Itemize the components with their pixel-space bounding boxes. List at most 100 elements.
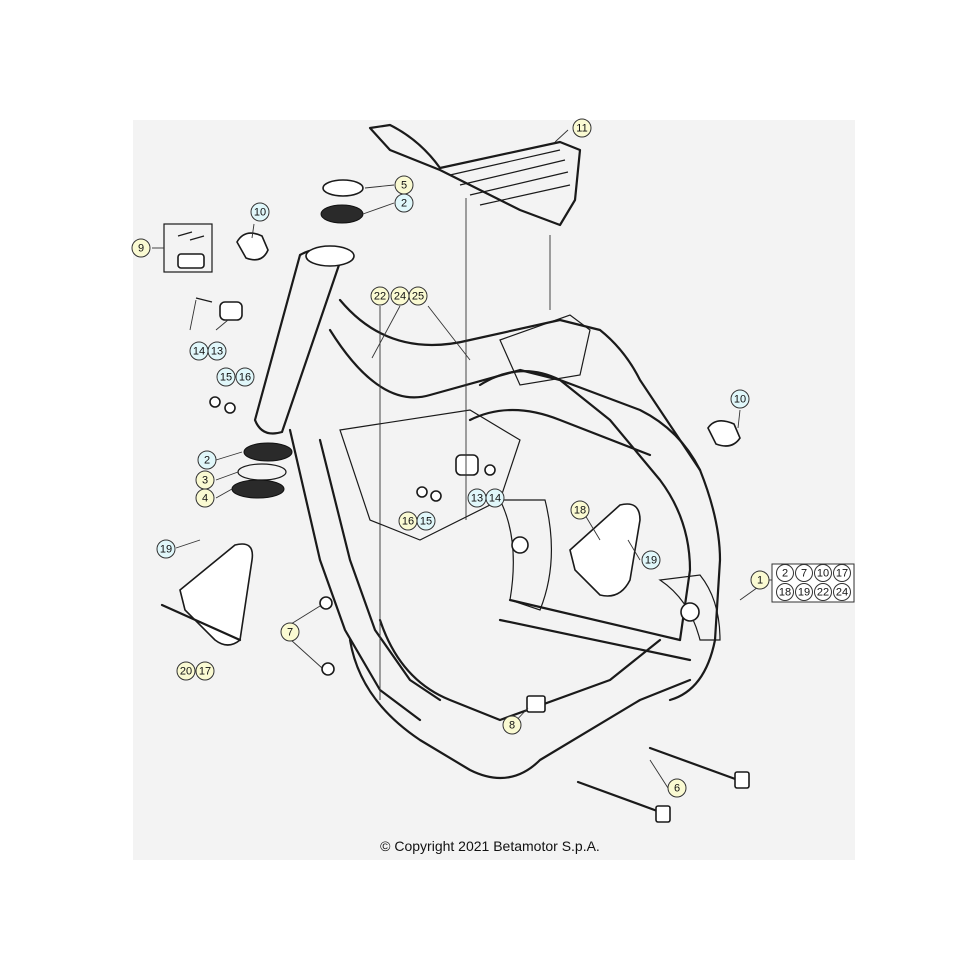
kit-9-block (177, 253, 205, 269)
callout-label: 16 (402, 516, 414, 528)
callout-label: 13 (471, 493, 483, 505)
kit-item-label: 17 (836, 568, 848, 580)
callout-label: 9 (138, 243, 144, 255)
callout-10: 10 (730, 389, 750, 409)
bolt-6-upper (648, 746, 740, 782)
kit-9-screws (177, 231, 205, 241)
callout-circle (667, 778, 687, 798)
callout-19: 19 (641, 550, 661, 570)
callout-3: 3 (195, 470, 215, 490)
clamp-10-right (707, 420, 741, 447)
kit-item-24: 24 (833, 583, 851, 601)
main-spar-lower (328, 328, 692, 642)
kit-item-7: 7 (795, 564, 813, 582)
cradle-tube-right (378, 618, 662, 722)
kit-item-circle (795, 564, 813, 582)
bolt-20 (160, 603, 242, 642)
bolt-6-lower-head (655, 805, 671, 823)
callout-label: 2 (401, 198, 407, 210)
bolt-6-lower (576, 780, 662, 814)
callout-label: 4 (202, 493, 208, 505)
pivot-plate-left (499, 499, 553, 611)
down-tube-inner (318, 438, 442, 702)
rear-cross-tube-mid (468, 408, 652, 457)
callout-label: 10 (254, 207, 266, 219)
bolt-14-left (195, 297, 213, 303)
callout-label: 5 (401, 180, 407, 192)
frame-drawing (160, 123, 750, 823)
rear-cross-tube-low2 (508, 598, 682, 642)
callout-label: 17 (199, 666, 211, 678)
callout-11: 11 (572, 118, 592, 138)
callout-18: 18 (570, 500, 590, 520)
bushing-13-right (455, 454, 479, 476)
nut-plate-8 (526, 695, 546, 713)
callout-label: 7 (287, 627, 293, 639)
kit-item-circle (814, 564, 832, 582)
callout-circle (197, 450, 217, 470)
kit-item-circle (795, 583, 813, 601)
nut-16-right (416, 486, 428, 498)
callout-circle (156, 539, 176, 559)
callout-label: 3 (202, 475, 208, 487)
callout-label: 16 (239, 372, 251, 384)
kit-item-label: 2 (782, 568, 788, 580)
callout-24: 24 (390, 286, 410, 306)
nut-15-left (209, 396, 221, 408)
callout-circle (207, 341, 227, 361)
copyright-text: © Copyright 2021 Betamotor S.p.A. (380, 838, 600, 854)
callout-label: 14 (489, 493, 501, 505)
pivot-hole-left (511, 536, 529, 554)
callout-circle (730, 389, 750, 409)
kit-item-2: 2 (776, 564, 794, 582)
callout-circle (195, 488, 215, 508)
callout-label: 24 (394, 291, 406, 303)
cradle-tube-left (348, 638, 692, 780)
callout-circle (570, 500, 590, 520)
callout-14: 14 (485, 488, 505, 508)
callout-15: 15 (216, 367, 236, 387)
down-tube-outer (288, 428, 422, 722)
seal-3 (237, 463, 287, 481)
callout-circle (572, 118, 592, 138)
kit-item-label: 24 (836, 587, 848, 599)
callout-16: 16 (235, 367, 255, 387)
bolt-15-right (430, 490, 442, 502)
engine-bracket-18-right (569, 503, 641, 597)
callout-label: 22 (374, 291, 386, 303)
steering-head-tube (253, 248, 342, 435)
kit-item-18: 18 (776, 583, 794, 601)
callout-circle (131, 238, 151, 258)
callout-13: 13 (207, 341, 227, 361)
callout-circle (216, 367, 236, 387)
skid-plate-ribs (449, 149, 571, 206)
shock-mount-bracket (499, 314, 591, 386)
callout-label: 10 (734, 394, 746, 406)
kit-item-label: 18 (779, 587, 791, 599)
callout-20: 20 (176, 661, 196, 681)
dust-seal-4 (231, 479, 285, 499)
rear-cross-tube-low (498, 618, 692, 662)
nut-7-top (319, 596, 333, 610)
bearing-race-2-top (320, 204, 364, 224)
callout-label: 11 (576, 123, 587, 135)
kit-item-22: 22 (814, 583, 832, 601)
kit-item-19: 19 (795, 583, 813, 601)
bearing-race-2-bottom (243, 442, 293, 462)
callout-15: 15 (416, 511, 436, 531)
callout-label: 8 (509, 720, 515, 732)
bushing-13-left (219, 301, 243, 321)
callout-17: 17 (195, 661, 215, 681)
kit-item-label: 10 (817, 568, 829, 580)
bolt-14-right (484, 464, 496, 476)
callout-label: 15 (220, 372, 232, 384)
kit-item-circle (833, 564, 851, 582)
callout-circle (641, 550, 661, 570)
callout-13: 13 (467, 488, 487, 508)
callout-label: 19 (645, 555, 657, 567)
callout-4: 4 (195, 488, 215, 508)
callout-circle (394, 193, 414, 213)
